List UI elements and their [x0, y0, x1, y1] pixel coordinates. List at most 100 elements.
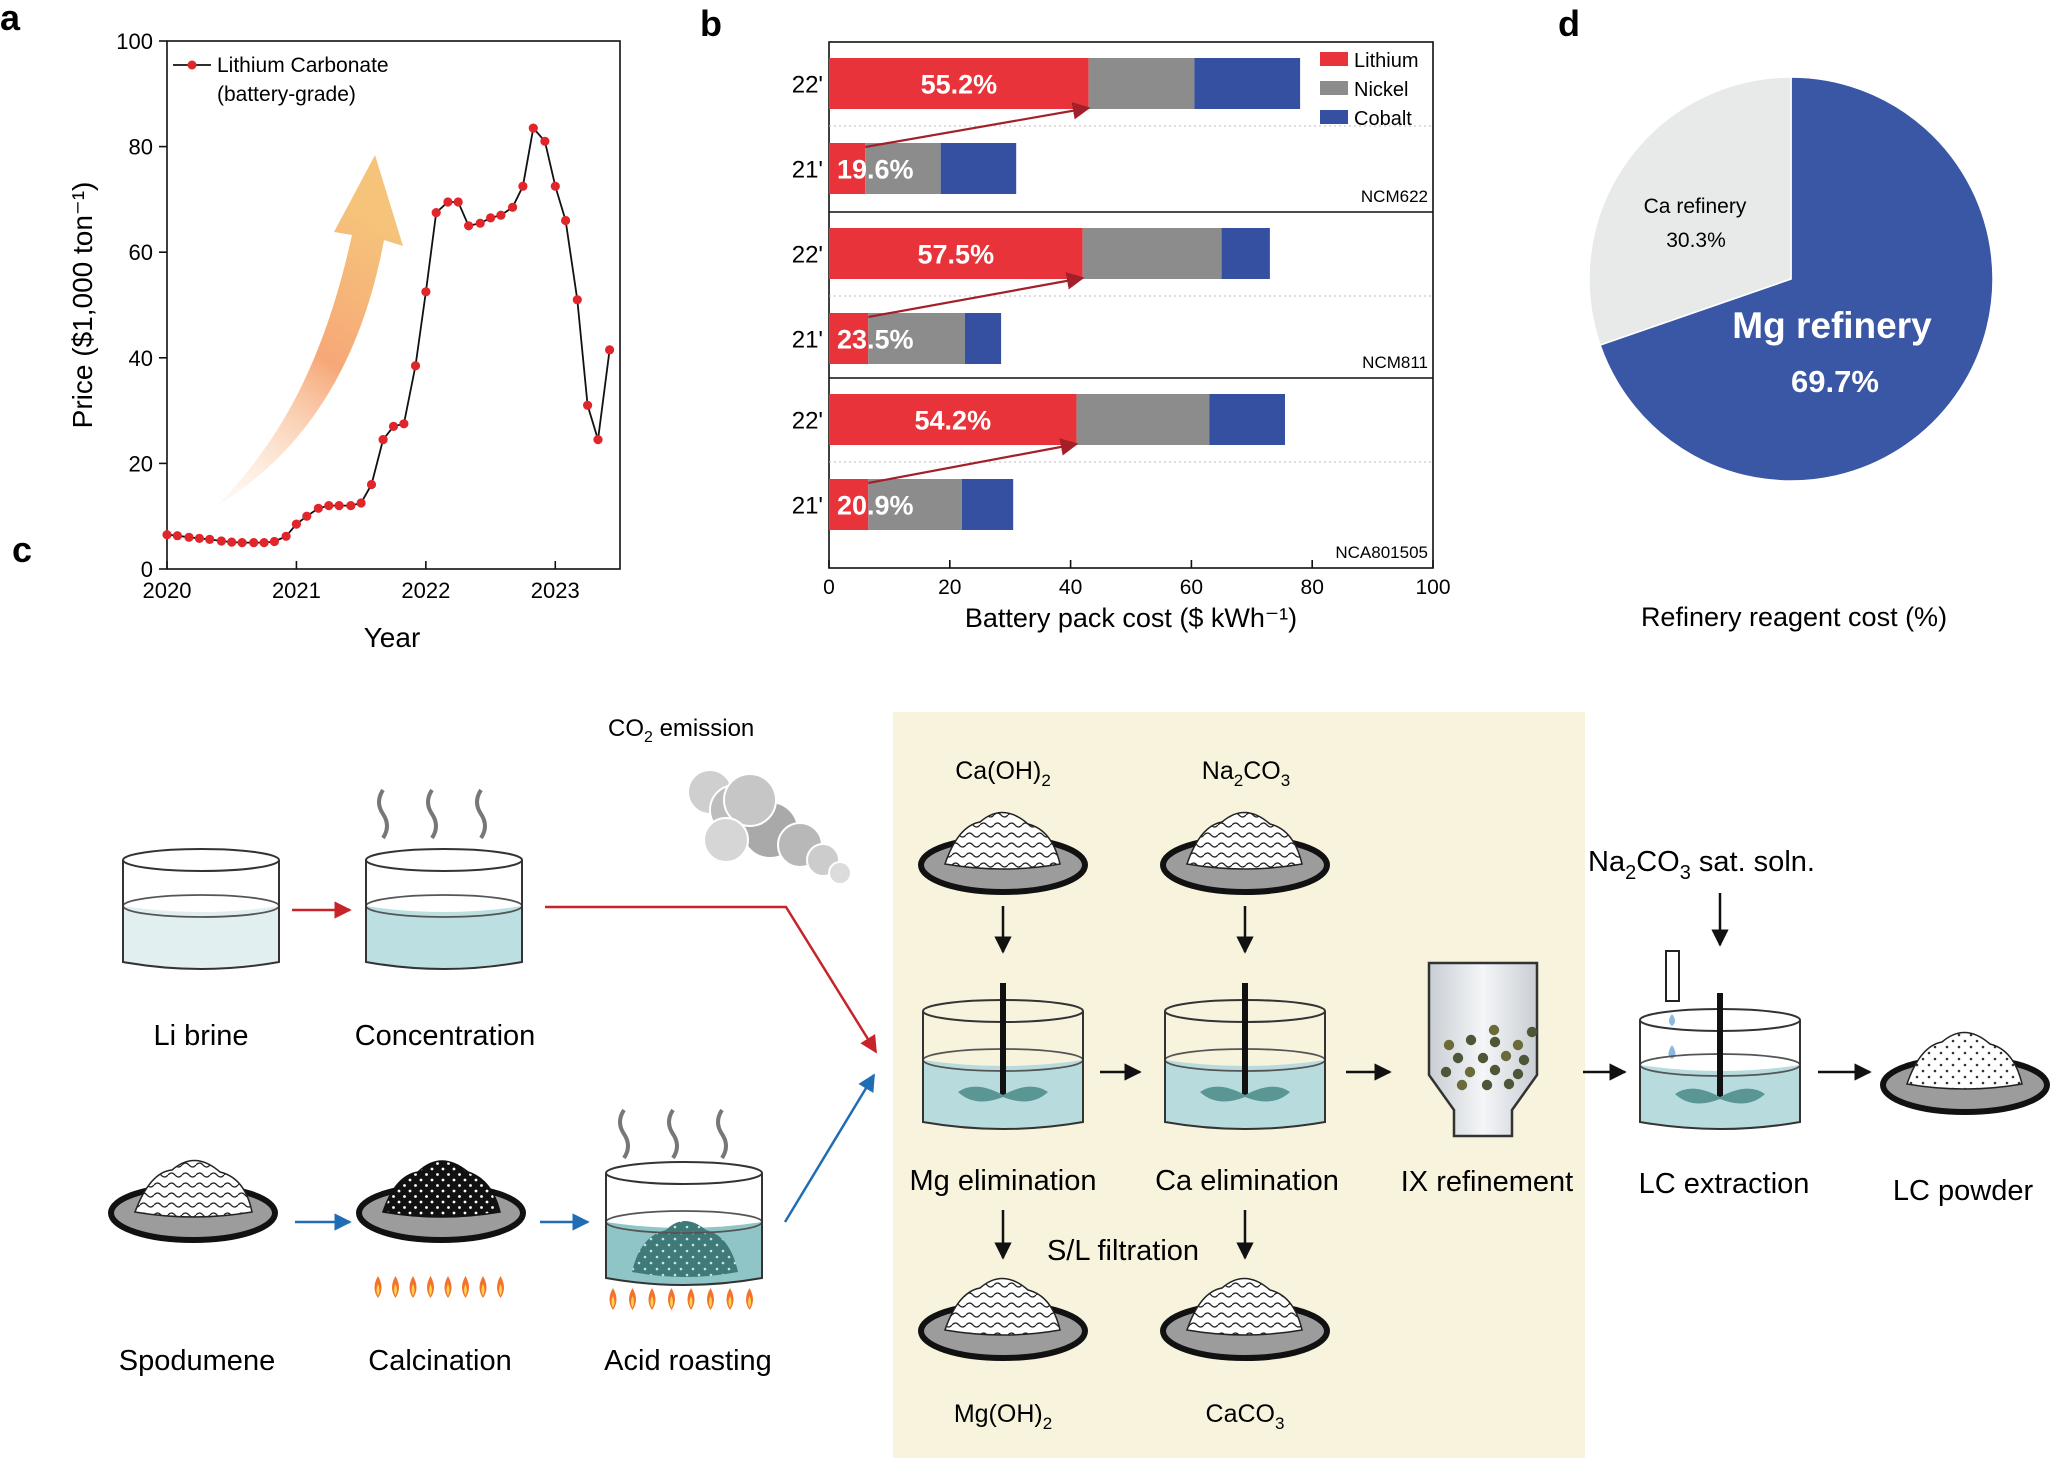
resin-bead	[1481, 1079, 1493, 1091]
data-point	[540, 136, 550, 146]
resin-bead	[1477, 1052, 1489, 1064]
data-point	[528, 123, 538, 133]
acid-roasting-beaker-icon	[605, 1108, 763, 1286]
flame-core	[728, 1296, 732, 1308]
data-point	[291, 519, 301, 529]
group-label: NCM622	[1361, 187, 1428, 206]
data-point	[281, 531, 291, 541]
y-tick-label: 40	[129, 346, 153, 371]
data-point	[346, 501, 356, 511]
bar-category-label: 22'	[792, 242, 823, 269]
panel-label-b: b	[700, 3, 722, 44]
flame-core	[394, 1284, 397, 1296]
y-tick-label: 0	[141, 557, 153, 582]
bar-segment-nickel	[1088, 58, 1195, 109]
ca-elimination-label: Ca elimination	[1155, 1165, 1339, 1197]
data-point	[486, 213, 496, 223]
bar-category-label: 22'	[792, 408, 823, 435]
data-point	[421, 287, 431, 297]
bar-segment-lithium	[829, 58, 1089, 109]
resin-bead	[1440, 1066, 1452, 1078]
legend-entry: Lithium Carbonate	[217, 54, 389, 77]
data-point	[194, 533, 204, 544]
bar-segment-lithium	[829, 313, 869, 364]
x-tick-label: 2022	[401, 578, 450, 603]
flame-core	[748, 1296, 751, 1308]
bar-segment-cobalt	[1194, 58, 1301, 109]
legend-marker-swatch	[187, 60, 197, 70]
x-axis-label: Year	[364, 622, 421, 653]
lc-extraction-tank-icon	[1639, 950, 1801, 1130]
data-point	[550, 181, 560, 191]
y-tick-label: 60	[129, 240, 153, 265]
legend-entry-line2: (battery-grade)	[217, 83, 356, 106]
flame-core	[429, 1284, 432, 1296]
resin-bead	[1488, 1024, 1500, 1036]
bar-segment-cobalt	[940, 143, 1017, 194]
resin-bead	[1464, 1066, 1476, 1078]
ca-elimination-tank-icon	[1164, 983, 1326, 1130]
acid-roasting-label: Acid roasting	[604, 1345, 772, 1377]
resin-bead	[1489, 1064, 1501, 1076]
resin-bead	[1503, 1078, 1515, 1090]
flame-core	[670, 1296, 673, 1308]
data-point	[259, 538, 269, 548]
data-point	[172, 531, 182, 541]
data-point	[237, 538, 247, 548]
data-point	[302, 511, 312, 521]
data-point	[269, 536, 279, 547]
legend-label-nickel: Nickel	[1354, 79, 1408, 101]
resin-bead	[1512, 1068, 1524, 1080]
x-axis-label: Refinery reagent cost (%)	[1641, 602, 1947, 632]
legend-label-lithium: Lithium	[1354, 50, 1418, 72]
increase-arrow	[868, 272, 1085, 319]
bar-segment-lithium	[829, 479, 869, 530]
increase-arrow	[865, 102, 1091, 149]
bar-segment-lithium	[829, 228, 1083, 279]
bar-category-label: 21'	[792, 493, 823, 520]
concentration-label: Concentration	[355, 1020, 536, 1052]
lc-powder-label: LC powder	[1893, 1175, 2034, 1207]
bar-percent-label: 19.6%	[837, 155, 914, 185]
bar-percent-label: 54.2%	[915, 406, 992, 436]
sl-filtration-label: S/L filtration	[1047, 1235, 1199, 1267]
plot-frame	[166, 40, 621, 570]
x-tick-label: 40	[1059, 576, 1082, 599]
resin-bead	[1526, 1026, 1538, 1038]
flame-core	[481, 1284, 485, 1296]
plot-frame	[828, 41, 1434, 569]
mgoh2-label: Mg(OH)2	[954, 1400, 1052, 1433]
flame-core	[611, 1296, 615, 1308]
x-tick-label: 80	[1301, 576, 1324, 599]
x-tick-label: 0	[823, 576, 835, 599]
caoh2-label: Ca(OH)2	[955, 757, 1051, 790]
panel-c-process-diagram: CO2 emission Li brine Concentration Spo	[108, 712, 2050, 1458]
resin-bead	[1489, 1036, 1501, 1048]
lc-powder-plate-icon	[1880, 1031, 2050, 1115]
caco3-plate-icon	[1160, 1277, 1330, 1361]
mgoh2-plate-icon	[918, 1277, 1088, 1361]
data-point	[605, 345, 615, 355]
y-tick-label: 100	[116, 29, 153, 54]
panel-label-d: d	[1558, 3, 1580, 44]
bar-category-label: 21'	[792, 327, 823, 354]
mg-slice-name: Mg refinery	[1732, 305, 1932, 346]
legend-swatch-cobalt	[1320, 110, 1348, 124]
resin-bead	[1465, 1034, 1477, 1046]
resin-bead	[1512, 1039, 1524, 1051]
panel-label-c: c	[12, 529, 32, 570]
bar-segment-nickel	[1076, 394, 1210, 445]
red-flow-arrow-to-mg	[545, 905, 878, 1054]
y-tick-label: 20	[129, 451, 153, 476]
data-point	[313, 503, 323, 513]
price-series-line	[166, 126, 611, 544]
legend-swatch-lithium	[1320, 52, 1348, 66]
data-point	[356, 498, 366, 508]
data-point	[572, 295, 582, 305]
data-point	[388, 421, 399, 431]
mg-elimination-tank-icon	[922, 983, 1084, 1130]
na2co3-plate-icon	[1160, 811, 1330, 895]
data-point	[399, 419, 409, 429]
